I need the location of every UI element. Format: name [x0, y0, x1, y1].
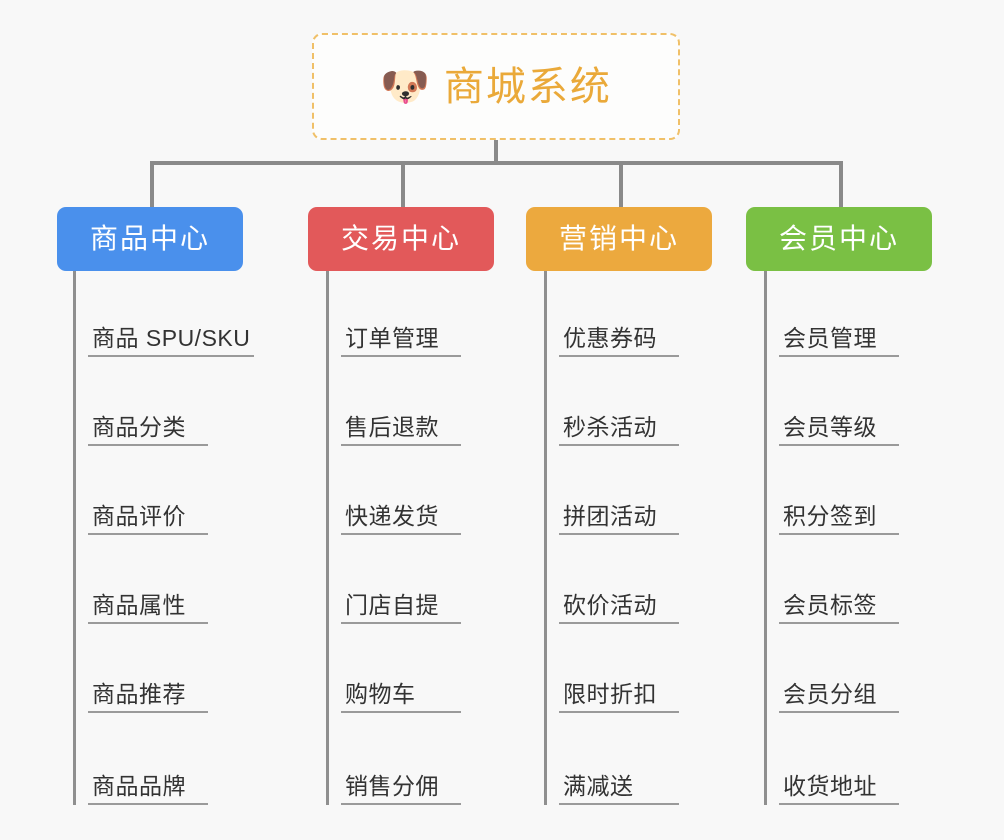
leaf-item-label: 购物车 [345, 680, 416, 707]
leaf-item[interactable]: 购物车 [341, 669, 461, 713]
leaf-item[interactable]: 会员管理 [779, 313, 899, 357]
leaf-item-label: 售后退款 [345, 413, 439, 440]
category-box-member-center[interactable]: 会员中心 [746, 207, 932, 271]
leaf-item[interactable]: 快递发货 [341, 491, 461, 535]
leaf-item[interactable]: 拼团活动 [559, 491, 679, 535]
category-label-marketing-center: 营销中心 [558, 223, 679, 254]
leaf-item[interactable]: 销售分佣 [341, 761, 461, 805]
leaf-item[interactable]: 会员分组 [779, 669, 899, 713]
leaf-item-label: 收货地址 [783, 772, 877, 799]
leaf-item-label: 砍价活动 [563, 591, 657, 618]
connector-drop-marketing-center [619, 161, 623, 207]
leaf-item-label: 商品推荐 [92, 680, 186, 707]
category-box-product-center[interactable]: 商品中心 [57, 207, 243, 271]
leaf-item-label: 满减送 [563, 772, 634, 799]
leaf-item-label: 快递发货 [345, 502, 439, 529]
leaf-item[interactable]: 秒杀活动 [559, 402, 679, 446]
leaf-item[interactable]: 收货地址 [779, 761, 899, 805]
leaf-item-label: 秒杀活动 [563, 413, 657, 440]
leaf-item[interactable]: 积分签到 [779, 491, 899, 535]
leaf-item-label: 订单管理 [345, 324, 439, 351]
category-box-marketing-center[interactable]: 营销中心 [526, 207, 712, 271]
connector-drop-member-center [839, 161, 843, 207]
leaf-item-label: 商品 SPU/SKU [92, 324, 251, 351]
column-trunk-member-center [764, 271, 767, 805]
category-box-trade-center[interactable]: 交易中心 [308, 207, 494, 271]
leaf-item-label: 商品属性 [92, 591, 186, 618]
connector-horizontal-bar [150, 161, 843, 165]
connector-root-stem [494, 140, 498, 163]
leaf-item[interactable]: 商品分类 [88, 402, 208, 446]
leaf-item[interactable]: 会员等级 [779, 402, 899, 446]
category-label-member-center: 会员中心 [778, 223, 899, 254]
leaf-item-label: 门店自提 [345, 591, 439, 618]
leaf-item-label: 商品分类 [92, 413, 186, 440]
connector-drop-product-center [150, 161, 154, 207]
leaf-item[interactable]: 订单管理 [341, 313, 461, 357]
category-label-trade-center: 交易中心 [340, 223, 461, 254]
leaf-item[interactable]: 优惠券码 [559, 313, 679, 357]
leaf-item-label: 会员等级 [783, 413, 877, 440]
leaf-item[interactable]: 会员标签 [779, 580, 899, 624]
leaf-item-label: 销售分佣 [345, 772, 439, 799]
leaf-item[interactable]: 限时折扣 [559, 669, 679, 713]
leaf-item-label: 商品品牌 [92, 772, 186, 799]
leaf-item-label: 优惠券码 [563, 324, 657, 351]
leaf-item[interactable]: 商品推荐 [88, 669, 208, 713]
leaf-item[interactable]: 满减送 [559, 761, 679, 805]
leaf-item-label: 商品评价 [92, 502, 186, 529]
leaf-item[interactable]: 门店自提 [341, 580, 461, 624]
leaf-item[interactable]: 商品 SPU/SKU [88, 313, 255, 357]
leaf-item-label: 拼团活动 [563, 502, 657, 529]
category-label-product-center: 商品中心 [89, 223, 210, 254]
dog-face-icon: 🐶 [380, 64, 430, 109]
column-trunk-marketing-center [544, 271, 547, 805]
leaf-item-label: 会员标签 [783, 591, 877, 618]
connector-drop-trade-center [401, 161, 405, 207]
leaf-item-label: 会员分组 [783, 680, 877, 707]
root-title: 商城系统 [443, 64, 612, 109]
leaf-item[interactable]: 砍价活动 [559, 580, 679, 624]
leaf-item-label: 限时折扣 [563, 680, 657, 707]
leaf-item-label: 会员管理 [783, 324, 877, 351]
column-trunk-product-center [73, 271, 76, 805]
root-node[interactable]: 🐶 商城系统 [312, 33, 680, 140]
leaf-item[interactable]: 商品属性 [88, 580, 208, 624]
column-trunk-trade-center [326, 271, 329, 805]
leaf-item[interactable]: 商品评价 [88, 491, 208, 535]
leaf-item[interactable]: 商品品牌 [88, 761, 208, 805]
leaf-item[interactable]: 售后退款 [341, 402, 461, 446]
leaf-item-label: 积分签到 [783, 502, 877, 529]
